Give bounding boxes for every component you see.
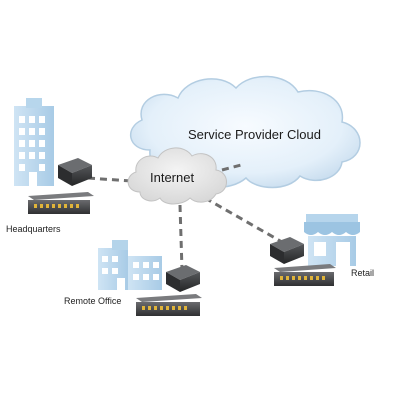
router-icon: [270, 237, 304, 264]
retail-label: Retail: [351, 268, 375, 278]
router-icon: [166, 265, 200, 292]
office-tower-icon: [14, 98, 54, 186]
internet-label: Internet: [150, 170, 195, 185]
remote-office-label: Remote Office: [64, 296, 122, 306]
cloud-label: Service Provider Cloud: [188, 127, 321, 142]
headquarters-label: Headquarters: [6, 224, 61, 234]
link-remote-office: [178, 204, 184, 271]
network-links: [87, 162, 283, 271]
router-icon: [58, 158, 92, 186]
office-building-icon: [98, 240, 162, 290]
network-switch-icon: [28, 192, 94, 214]
network-switch-icon: [136, 294, 202, 316]
link-headquarters: [87, 176, 146, 184]
retail-store-icon: [304, 214, 360, 266]
link-retail: [204, 196, 283, 244]
link-provider: [221, 162, 246, 172]
network-switch-icon: [274, 264, 336, 286]
internet-cloud-icon: [127, 147, 227, 205]
